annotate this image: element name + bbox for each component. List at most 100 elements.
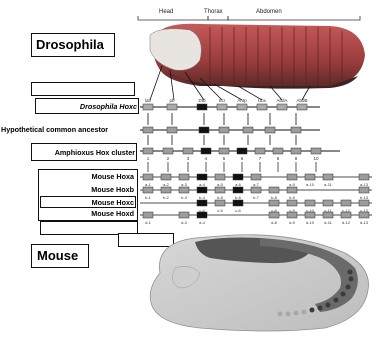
mouse-hoxb-gene-box <box>287 187 297 193</box>
mouse-hoxa-gene-label: a-2 <box>163 182 170 187</box>
mouse-hoxb-gene-box <box>161 187 171 193</box>
mouse-title: Mouse <box>37 248 78 263</box>
amphioxus-gene-box <box>255 148 265 154</box>
mouse-hoxb-gene-label: b-5 <box>217 195 224 200</box>
mouse-hoxb-gene-box <box>269 187 279 193</box>
amphioxus-gene-box <box>311 148 321 154</box>
mouse-hoxa-gene-box <box>323 174 333 180</box>
amphioxus-gene-number: 6 <box>241 156 244 161</box>
mouse-hoxc-gene-box <box>287 200 297 206</box>
ancestor-gene-box <box>199 127 209 133</box>
mouse-hoxc-gene-box <box>233 200 243 206</box>
amphioxus-gene-number: 10 <box>313 156 319 161</box>
mouse-hoxc-gene-box <box>323 200 333 206</box>
drosophila-gene-box <box>297 104 307 110</box>
amphioxus-gene-box <box>201 148 211 154</box>
amphioxus-gene-box <box>237 148 247 154</box>
amphioxus-gene-box <box>291 148 301 154</box>
mouse-hoxb-gene-box <box>233 187 243 193</box>
drosophila-gene-box <box>257 104 267 110</box>
mouse-hoxd-gene-box <box>269 212 279 218</box>
mouse-hoxa-gene-box <box>359 174 369 180</box>
mouse-hoxa-gene-box <box>197 174 207 180</box>
mouse-hoxd-gene-box <box>179 212 189 218</box>
amphioxus-gene-number: 4 <box>205 156 208 161</box>
mouse-hoxb-gene-label: b-4 <box>199 195 206 200</box>
mouse-hoxb-gene-label: b-6 <box>235 195 242 200</box>
drosophila-gene-box <box>143 104 153 110</box>
drosophila-gene-label: AbdA <box>276 98 287 103</box>
drosophila-gene-label: Dfd <box>198 98 206 103</box>
mouse-hoxa-gene-box <box>179 174 189 180</box>
amphioxus-gene-box <box>163 148 173 154</box>
mouse-hoxd-gene-label: d-8 <box>271 220 278 225</box>
drosophila-gene-box <box>217 104 227 110</box>
ancestor-gene-box <box>143 127 153 133</box>
mouse-hoxd-gene-label: d-10 <box>306 220 315 225</box>
amphioxus-gene-box <box>273 148 283 154</box>
mouse-hoxd-gene-box <box>143 212 153 218</box>
amphioxus-gene-number: 3 <box>187 156 190 161</box>
mouse-hoxb-gene-label: b-13 <box>360 195 369 200</box>
mouse-hoxd-gene-box <box>341 212 351 218</box>
drosophila-gene-box <box>237 104 247 110</box>
mouse-hoxd-gene-box <box>287 212 297 218</box>
mouse-hoxd-gene-label: d-1 <box>145 220 152 225</box>
ancestor-gene-box <box>291 127 301 133</box>
mouse-hoxc-gene-box <box>305 200 315 206</box>
mouse-hoxa-gene-label: a-13 <box>360 182 369 187</box>
mouse-hoxb-gene-box <box>359 187 369 193</box>
ancestor-gene-box <box>219 127 229 133</box>
mouse-hoxd-gene-label: d-3 <box>181 220 188 225</box>
drosophila-gene-label: lab <box>145 98 152 103</box>
mouse-hoxa-gene-label: a-11 <box>324 182 332 187</box>
mouse-hoxd-gene-label: d-12 <box>342 220 351 225</box>
mouse-hoxb-gene-label: b-3 <box>181 195 188 200</box>
mouse-hoxa-gene-label: a-1 <box>145 182 152 187</box>
mouse-hoxb-gene-label: b-2 <box>163 195 170 200</box>
amphioxus-gene-number: 7 <box>259 156 262 161</box>
mouse-hoxd-gene-label: d-11 <box>324 220 332 225</box>
drosophila-gene-label: pb <box>169 98 175 103</box>
amphioxus-gene-box <box>183 148 193 154</box>
mouse-hoxb-gene-box <box>143 187 153 193</box>
mouse-hoxa-gene-box <box>233 174 243 180</box>
mouse-hoxa-gene-label: a-3 <box>181 182 188 187</box>
mouse-hoxc-gene-box <box>215 200 225 206</box>
mouse-hoxb-gene-box <box>251 187 261 193</box>
mouse-hoxb-gene-label: b-1 <box>145 195 152 200</box>
amphioxus-gene-number: 8 <box>277 156 280 161</box>
amphioxus-gene-number: 5 <box>223 156 226 161</box>
mouse-hoxa-gene-label: a-6 <box>235 182 242 187</box>
amphioxus-gene-number: 1 <box>147 156 150 161</box>
mouse-hoxa-gene-label: a-4 <box>199 182 206 187</box>
drosophila-gene-label: Ubx <box>258 98 267 103</box>
mouse-hoxa-gene-box <box>305 174 315 180</box>
drosophila-gene-box <box>197 104 207 110</box>
amphioxus-gene-box <box>219 148 229 154</box>
ancestor-gene-box <box>265 127 275 133</box>
mouse-hoxb-gene-box <box>215 187 225 193</box>
amphioxus-gene-number: 9 <box>295 156 298 161</box>
mouse-hoxb-gene-box <box>179 187 189 193</box>
mouse-hoxb-gene-label: b-9 <box>289 195 296 200</box>
mouse-hoxa-gene-label: a-5 <box>217 182 224 187</box>
mouse-hoxb-gene-label: b-7 <box>253 195 260 200</box>
mouse-hoxa-gene-label: a-7 <box>253 182 260 187</box>
mouse-hoxa-gene-box <box>251 174 261 180</box>
mouse-hoxa-gene-box <box>161 174 171 180</box>
mouse-hoxc-gene-box <box>269 200 279 206</box>
drosophila-gene-label: Scr <box>219 98 226 103</box>
hox-gene-cluster-diagram: lab pb Dfd Scr Antp Ubx AbdA AbdB 1 2 3 4 5 6 7 8 9 10 a-1… <box>0 0 377 240</box>
drosophila-gene-label: Antp <box>237 98 247 103</box>
amphioxus-gene-number: 2 <box>167 156 170 161</box>
mouse-hoxa-gene-label: a-9 <box>289 182 296 187</box>
ancestor-gene-box <box>167 127 177 133</box>
mouse-hoxa-gene-box <box>215 174 225 180</box>
mouse-hoxc-gene-label: c-6 <box>235 208 241 213</box>
drosophila-gene-label: AbdB <box>296 98 307 103</box>
drosophila-gene-box <box>167 104 177 110</box>
mouse-hoxc-gene-label: c-5 <box>217 208 223 213</box>
mouse-hoxc-gene-box <box>359 200 369 206</box>
